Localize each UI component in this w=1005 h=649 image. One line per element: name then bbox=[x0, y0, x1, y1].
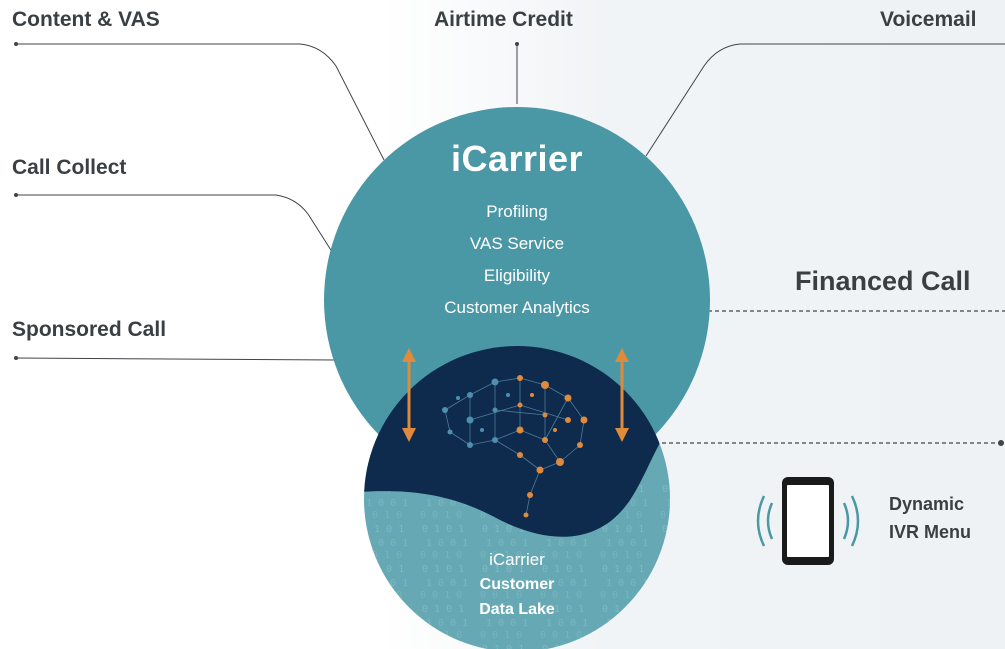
lake-line2: Customer bbox=[479, 576, 555, 593]
feature-eligibility: Eligibility bbox=[483, 266, 551, 285]
connector-dots bbox=[14, 42, 519, 360]
label-voicemail: Voicemail bbox=[880, 8, 977, 31]
label-airtime-credit: Airtime Credit bbox=[434, 8, 573, 31]
feature-vas-service: VAS Service bbox=[469, 234, 565, 253]
phone-icon bbox=[756, 477, 860, 565]
feature-customer-analytics: Customer Analytics bbox=[444, 298, 590, 317]
lake-line1: iCarrier bbox=[489, 550, 545, 569]
connector-lines bbox=[15, 43, 1005, 361]
label-call-collect: Call Collect bbox=[12, 156, 127, 179]
sync-arrows bbox=[402, 348, 629, 442]
dashed-line-dot bbox=[998, 440, 1004, 446]
label-dynamic: Dynamic bbox=[889, 494, 965, 514]
lake-line3: Data Lake bbox=[479, 601, 555, 618]
label-financed-call: Financed Call bbox=[795, 266, 971, 296]
dashed-lines bbox=[662, 310, 1005, 444]
data-lake-label: iCarrier Customer Data Lake bbox=[417, 547, 617, 622]
icarrier-features: Profiling VAS Service Eligibility Custom… bbox=[367, 196, 667, 324]
brain-network-icon bbox=[442, 375, 588, 518]
label-content-vas: Content & VAS bbox=[12, 8, 160, 31]
data-lake-circle bbox=[364, 346, 670, 649]
label-ivr-menu: IVR Menu bbox=[889, 522, 972, 542]
icarrier-title: iCarrier bbox=[450, 138, 584, 179]
label-dynamic-ivr: Dynamic IVR Menu bbox=[889, 490, 971, 546]
feature-profiling: Profiling bbox=[486, 202, 548, 221]
label-sponsored-call: Sponsored Call bbox=[12, 318, 167, 341]
